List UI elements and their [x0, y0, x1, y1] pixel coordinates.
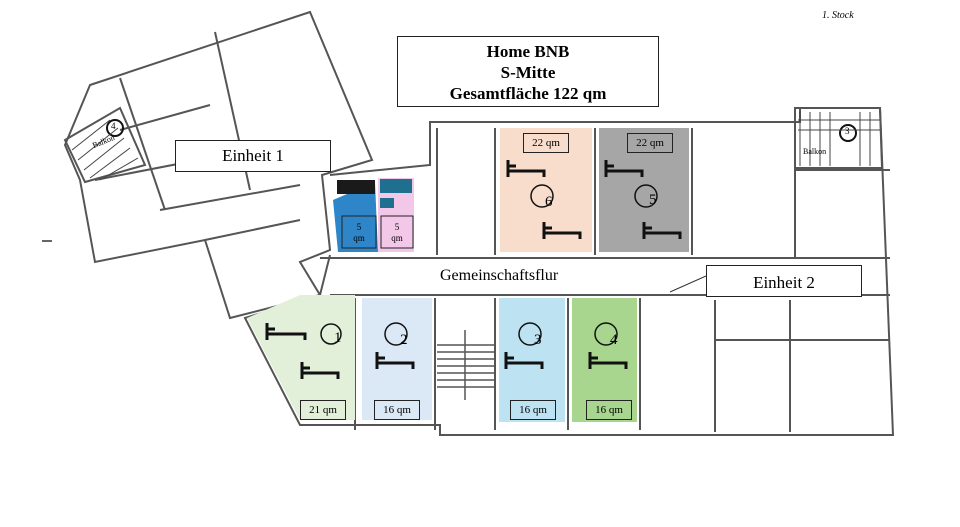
title-line-3: Gesamtfläche 122 qm	[449, 84, 607, 103]
room-4-fill	[572, 298, 637, 422]
main-outline	[243, 107, 895, 436]
bed-icon	[300, 362, 340, 379]
room-2-fill	[362, 298, 432, 420]
room-4-area: 16 qm	[586, 400, 632, 420]
bed-icon	[506, 160, 546, 177]
unit-2-label: Einheit 2	[706, 265, 862, 297]
unit2-pointer	[669, 275, 707, 293]
bath-blue-area: 5 qm	[342, 222, 376, 244]
bath-fixture-small	[380, 198, 394, 208]
bed-icon	[604, 160, 644, 177]
room-3-number: 3	[534, 332, 542, 348]
title-line-1: Home BNB	[486, 42, 570, 61]
bed-icon	[588, 352, 628, 369]
balcony-right-number: 3	[845, 126, 850, 136]
bath-blue-fill	[333, 182, 378, 252]
bath-blue-area-2: qm	[353, 233, 365, 243]
room-2-number: 2	[400, 332, 408, 348]
bath-blue-box	[341, 215, 377, 249]
bath-blue-area-1: 5	[356, 222, 362, 232]
title-line-2: S-Mitte	[500, 63, 556, 82]
room-5-number: 5	[649, 192, 657, 208]
left-balcony-outline	[63, 106, 147, 184]
room-1-number: 1	[334, 330, 342, 346]
bath-pink-area-1: 5	[394, 222, 400, 232]
bath-fixture-teal	[380, 179, 412, 193]
bath-pink-area: 5 qm	[381, 222, 413, 244]
bed-icon	[375, 352, 415, 369]
bed-icon	[504, 352, 544, 369]
balcony-hatch	[71, 112, 880, 181]
right-balcony-outline	[794, 107, 884, 169]
unit-1-label: Einheit 1	[175, 140, 331, 172]
bath-fixture-dark	[337, 180, 375, 194]
beds	[265, 160, 682, 379]
room-3-area: 16 qm	[510, 400, 556, 420]
left-wing-inner-walls	[94, 31, 301, 241]
room-circles	[106, 119, 857, 346]
title-box: Home BNB S-Mitte Gesamtfläche 122 qm	[397, 36, 659, 107]
room-5-area: 22 qm	[627, 133, 673, 153]
bath-pink-box	[380, 215, 414, 249]
room-1-area: 21 qm	[300, 400, 346, 420]
bath-pink-area-2: qm	[391, 233, 403, 243]
room-4-number: 4	[610, 332, 618, 348]
bed-icon	[642, 222, 682, 239]
room-6-number: 6	[545, 194, 553, 210]
room-6-fill	[500, 128, 592, 252]
balcony-left-number: 4	[111, 121, 116, 131]
balcony-right-label: Balkon	[803, 147, 827, 156]
staircase	[437, 330, 495, 400]
bed-icon	[542, 222, 582, 239]
room-6-area: 22 qm	[523, 133, 569, 153]
bed-icon	[265, 323, 307, 340]
room-2-area: 16 qm	[374, 400, 420, 420]
top-room-walls	[436, 128, 890, 258]
corner-note: 1. Stock	[822, 10, 854, 21]
corridor-label: Gemeinschaftsflur	[440, 267, 559, 284]
room-1-fill	[247, 295, 355, 420]
